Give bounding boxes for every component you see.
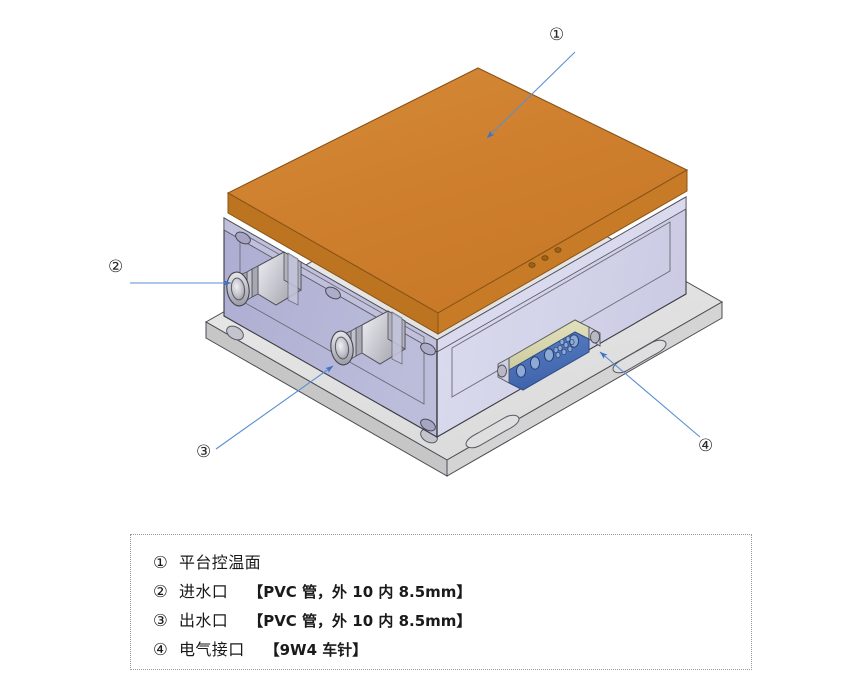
inlet-bore: [230, 277, 246, 301]
legend-item-3: ③ 出水口 【PVC 管，外 10 内 8.5mm】: [153, 607, 751, 636]
top-plate-vent-hole-3: [554, 247, 562, 253]
connector-jackscrew-right: [590, 330, 600, 344]
legend-term-2: 进水口: [179, 582, 229, 601]
water-outlet-fitting: [330, 310, 406, 366]
callout-marker-4: ④: [698, 436, 714, 456]
water-inlet-fitting: [226, 251, 302, 307]
callout-marker-3: ③: [196, 442, 212, 462]
callout-marker-1: ①: [549, 25, 565, 45]
legend-marker-1: ①: [153, 553, 168, 572]
legend-term-3: 出水口: [179, 611, 229, 630]
legend-marker-3: ③: [153, 611, 168, 630]
top-plate-vent-hole-2: [541, 255, 549, 261]
mounting-slot-left: [465, 414, 520, 449]
flange-hole-front-left: [226, 325, 244, 341]
top-plate-assembly: [226, 67, 689, 335]
connector-power-pin-1: [515, 364, 527, 378]
legend-box: ① 平台控温面 ② 进水口 【PVC 管，外 10 内 8.5mm】 ③ 出水口…: [130, 534, 752, 670]
legend-marker-4: ④: [153, 640, 168, 659]
legend-item-1: ① 平台控温面: [153, 549, 751, 578]
leader-line-3: [215, 365, 334, 450]
callout-marker-2: ②: [108, 257, 124, 277]
legend-term-1: 平台控温面: [179, 553, 262, 572]
legend-term-4: 电气接口: [179, 640, 245, 659]
leader-line-4: [599, 351, 701, 438]
outlet-mount-tab: [391, 311, 403, 365]
mounting-slot-right: [612, 339, 667, 374]
top-plate-vent-hole-1: [528, 262, 536, 268]
legend-spec-4: 【9W4 车针】: [264, 641, 368, 659]
leader-line-1: [486, 51, 576, 139]
legend-item-2: ② 进水口 【PVC 管，外 10 内 8.5mm】: [153, 578, 751, 607]
legend-spec-2: 【PVC 管，外 10 内 8.5mm】: [248, 583, 472, 601]
outlet-bore: [334, 336, 350, 360]
connector-jackscrew-left: [497, 364, 507, 378]
legend-marker-2: ②: [153, 582, 168, 601]
housing-screw-left-low: [420, 342, 436, 356]
housing-screw-left-mid: [325, 286, 341, 300]
connector-power-pin-2: [529, 356, 541, 370]
housing-screw-left-top: [235, 231, 251, 245]
top-plate-right-edge-face: [437, 169, 688, 335]
electrical-connector: [497, 319, 601, 391]
connector-signal-pin-cluster: [553, 335, 575, 359]
housing-screw-left-lowest: [420, 418, 436, 432]
connector-power-pin-3: [543, 348, 555, 362]
legend-item-4: ④ 电气接口 【9W4 车针】: [153, 636, 751, 665]
inlet-mount-tab: [287, 252, 299, 306]
housing-right-recess-outline: [451, 221, 671, 398]
legend-spec-3: 【PVC 管，外 10 内 8.5mm】: [248, 612, 472, 630]
leader-lines: [130, 51, 701, 450]
